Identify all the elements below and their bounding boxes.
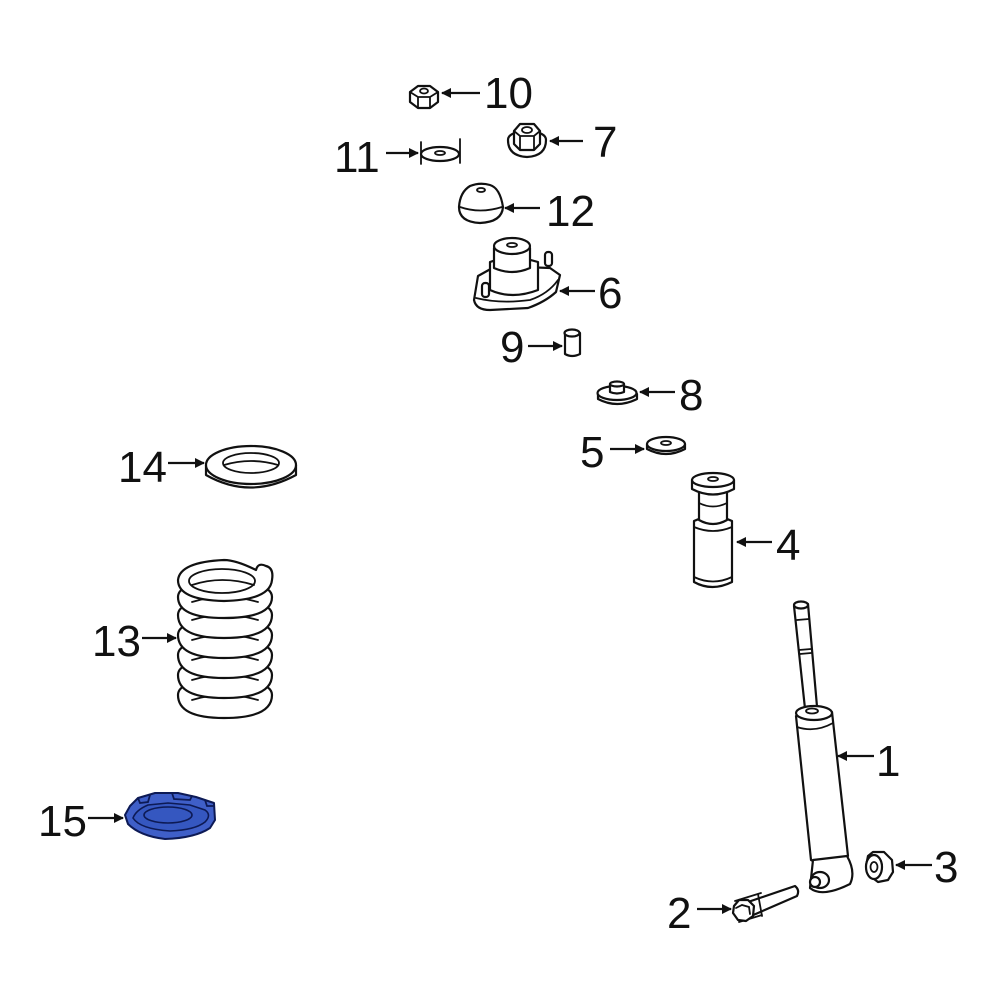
callout-10[interactable]: 10 bbox=[484, 69, 533, 118]
bump-stop-icon bbox=[690, 471, 736, 589]
callout-12[interactable]: 12 bbox=[546, 187, 595, 236]
shock-absorber-icon bbox=[792, 600, 854, 894]
flange-nut-icon bbox=[864, 850, 895, 884]
cap-icon bbox=[457, 182, 505, 225]
callout-5[interactable]: 5 bbox=[580, 428, 604, 477]
callout-2[interactable]: 2 bbox=[667, 889, 691, 938]
part-6-strut-mount[interactable]: 6 bbox=[472, 236, 622, 318]
callout-7[interactable]: 7 bbox=[593, 118, 617, 167]
washer-icon bbox=[645, 435, 687, 456]
bolt-icon bbox=[731, 884, 800, 923]
strut-mount-icon bbox=[472, 236, 562, 312]
part-7-flange-nut[interactable]: 7 bbox=[506, 118, 617, 167]
part-4-bump-stop[interactable]: 4 bbox=[690, 471, 800, 589]
part-10-hex-nut[interactable]: 10 bbox=[408, 69, 533, 118]
callout-8[interactable]: 8 bbox=[679, 371, 703, 420]
coil-spring-icon bbox=[176, 558, 274, 720]
insulator-seat-icon bbox=[124, 792, 216, 840]
callout-9[interactable]: 9 bbox=[500, 323, 524, 372]
sleeve-icon bbox=[563, 328, 582, 358]
part-9-spacer-sleeve[interactable]: 9 bbox=[500, 323, 582, 372]
washer-icon bbox=[419, 138, 461, 165]
part-12-cap[interactable]: 12 bbox=[457, 182, 595, 236]
part-14-upper-insulator[interactable]: 14 bbox=[118, 443, 298, 492]
part-2-bolt[interactable]: 2 bbox=[667, 884, 800, 938]
part-3-nut[interactable]: 3 bbox=[864, 843, 958, 892]
part-8-bushing[interactable]: 8 bbox=[596, 371, 704, 420]
callout-15[interactable]: 15 bbox=[38, 797, 87, 846]
part-15-lower-insulator[interactable]: 15 bbox=[38, 792, 216, 846]
callout-13[interactable]: 13 bbox=[92, 617, 141, 666]
callout-3[interactable]: 3 bbox=[934, 843, 958, 892]
part-13-coil-spring[interactable]: 13 bbox=[92, 558, 274, 720]
callout-14[interactable]: 14 bbox=[118, 443, 167, 492]
insulator-ring-icon bbox=[204, 444, 298, 489]
callout-4[interactable]: 4 bbox=[776, 521, 800, 570]
callout-1[interactable]: 1 bbox=[876, 737, 900, 786]
callout-11[interactable]: 11 bbox=[334, 133, 380, 182]
hex-nut-icon bbox=[408, 84, 440, 110]
part-5-washer[interactable]: 5 bbox=[580, 428, 687, 477]
callout-6[interactable]: 6 bbox=[598, 269, 622, 318]
part-1-shock-absorber[interactable]: 1 bbox=[792, 600, 900, 894]
bushing-icon bbox=[596, 380, 639, 406]
part-11-washer[interactable]: 11 bbox=[334, 133, 461, 182]
flange-nut-icon bbox=[506, 122, 548, 159]
